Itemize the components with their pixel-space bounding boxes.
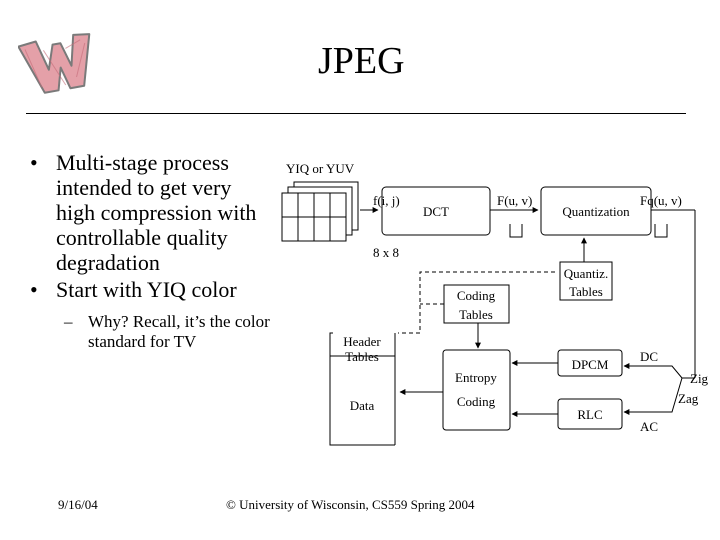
ac-label: AC [640, 419, 658, 434]
coding-tables-label-2: Tables [459, 307, 493, 322]
zig-label: Zig [690, 371, 709, 386]
entropy-coding-label: Coding [457, 394, 496, 409]
data-label: Data [350, 398, 375, 413]
zag-label: Zag [678, 391, 699, 406]
bullet-item: • Multi-stage process intended to get ve… [30, 150, 270, 275]
slide-title: JPEG [318, 40, 405, 82]
bullet-symbol: • [30, 277, 38, 302]
entropy-coding-box [442, 349, 511, 431]
jpeg-pipeline-diagram: YIQ or YUV f(i, j) 8 x 8 DCT F(u, v) Qua… [281, 161, 709, 446]
quantization-box [540, 186, 652, 236]
rlc-label: RLC [577, 407, 602, 422]
university-logo [18, 33, 91, 94]
bullet-list: • Multi-stage process intended to get ve… [30, 150, 270, 352]
header-label: Header [343, 334, 381, 349]
dpcm-label: DPCM [572, 357, 609, 372]
bullet-item: • Start with YIQ color [30, 277, 270, 302]
title-underline [26, 113, 686, 114]
dct-label: DCT [423, 204, 449, 219]
bullet-text: Start with YIQ color [56, 277, 237, 302]
footer-copyright: © University of Wisconsin, CS559 Spring … [226, 497, 475, 512]
sub-bullet-item: – Why? Recall, it’s the color standard f… [30, 312, 270, 352]
fij-label: f(i, j) [373, 193, 400, 208]
coding-tables-label-1: Coding [457, 288, 496, 303]
yiq-label: YIQ or YUV [286, 161, 355, 176]
quant-tables-label-1: Quantiz. [564, 266, 608, 281]
fquv-label: Fq(u, v) [640, 193, 682, 208]
dc-label: DC [640, 349, 658, 364]
bullet-text: Multi-stage process intended to get very… [56, 150, 257, 275]
quant-tables-label-2: Tables [569, 284, 603, 299]
quantization-tables-box [559, 261, 613, 301]
dct-box [381, 186, 491, 236]
block-size-label: 8 x 8 [373, 245, 399, 260]
header-tables-label: Tables [345, 349, 379, 364]
quantization-label: Quantization [562, 204, 630, 219]
fuv-label: F(u, v) [497, 193, 532, 208]
entropy-label: Entropy [455, 370, 497, 385]
footer-date: 9/16/04 [58, 497, 98, 512]
sub-bullet-symbol: – [64, 312, 73, 331]
sub-bullet-text: Why? Recall, it’s the color standard for… [88, 312, 270, 351]
bullet-symbol: • [30, 150, 38, 175]
